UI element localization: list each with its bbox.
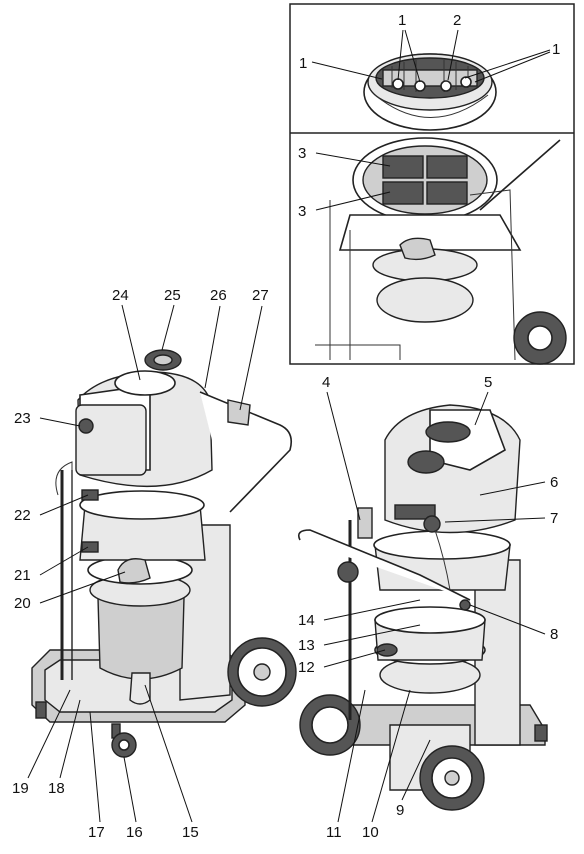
callout-label: 19 — [12, 780, 29, 797]
callout-label: 20 — [14, 595, 31, 612]
callout-label: 21 — [14, 567, 31, 584]
callout-label: 3 — [298, 145, 306, 162]
callout-label: 8 — [550, 626, 558, 643]
callout-label: 5 — [484, 374, 492, 391]
vacuum-front-illustration — [31, 349, 297, 758]
open-filter-head-illustration — [315, 137, 567, 365]
callout-label: 9 — [396, 802, 404, 819]
callout-label: 23 — [14, 410, 31, 427]
callout-label: 24 — [112, 287, 129, 304]
callout-label: 14 — [298, 612, 315, 629]
callout-label: 25 — [164, 287, 181, 304]
callout-label: 26 — [210, 287, 227, 304]
callout-label: 6 — [550, 474, 558, 491]
callout-label: 4 — [322, 374, 330, 391]
callout-label: 1 — [398, 12, 406, 29]
callout-label: 2 — [453, 12, 461, 29]
callout-label: 7 — [550, 510, 558, 527]
callout-label: 13 — [298, 637, 315, 654]
callout-label: 12 — [298, 659, 315, 676]
filter-cover-illustration — [363, 53, 497, 131]
callout-label: 18 — [48, 780, 65, 797]
callout-label: 27 — [252, 287, 269, 304]
callout-label: 10 — [362, 824, 379, 841]
callout-label: 3 — [298, 203, 306, 220]
callout-label: 1 — [552, 41, 560, 58]
callout-label: 15 — [182, 824, 199, 841]
callout-label: 17 — [88, 824, 105, 841]
leader-lines — [27, 29, 551, 823]
callout-label: 22 — [14, 507, 31, 524]
callout-label: 1 — [299, 55, 307, 72]
callout-label: 16 — [126, 824, 143, 841]
vacuum-rear-illustration — [297, 404, 548, 811]
callout-labels: 1 1 2 1 3 3 24 25 26 27 23 22 21 20 19 1… — [12, 12, 560, 841]
callout-label: 11 — [326, 824, 342, 841]
